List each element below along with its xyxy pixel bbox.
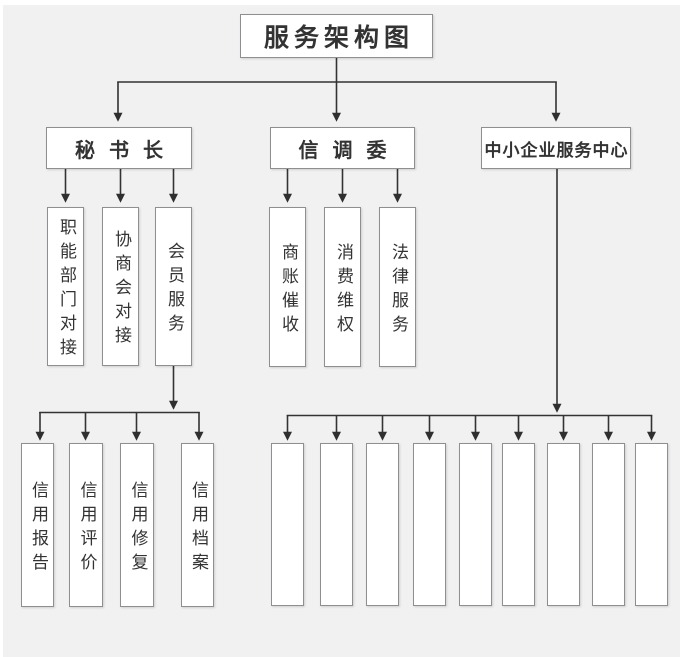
node-root-title: 服务架构图 [240, 14, 433, 58]
node-sme-empty-slot-1 [271, 443, 304, 606]
node-secretary-general: 秘书长 [46, 127, 192, 169]
node-sme-service-center: 中小企业服务中心 [481, 127, 631, 169]
node-functional-dept-liaison: 职能部门对接 [47, 207, 84, 366]
node-label: 信调委 [298, 137, 401, 162]
node-label: 秘书长 [75, 137, 177, 162]
node-label: 法律服务 [388, 242, 408, 339]
node-consumer-rights: 消费维权 [324, 207, 361, 367]
node-credit-mediation-committee: 信调委 [270, 127, 415, 169]
node-credit-archive: 信用档案 [181, 443, 214, 607]
node-label: 协商会对接 [111, 230, 131, 350]
node-sme-empty-slot-9 [635, 443, 668, 606]
node-label: 服务架构图 [263, 23, 414, 52]
node-label: 信用报告 [28, 480, 48, 577]
node-label: 信用档案 [188, 480, 208, 577]
node-label: 职能部门对接 [56, 218, 76, 362]
node-debt-collection: 商账催收 [269, 207, 306, 367]
node-sme-empty-slot-6 [502, 443, 535, 606]
node-credit-evaluation: 信用评价 [69, 443, 103, 607]
node-label: 商账催收 [278, 242, 298, 339]
node-credit-repair: 信用修复 [120, 443, 154, 607]
node-sme-empty-slot-8 [592, 443, 625, 606]
node-label: 信用评价 [76, 480, 97, 577]
node-sme-empty-slot-5 [459, 443, 492, 606]
node-label: 消费维权 [333, 242, 353, 339]
node-member-service: 会员服务 [155, 207, 192, 366]
node-label: 会员服务 [164, 242, 184, 338]
node-sme-empty-slot-3 [366, 443, 399, 606]
node-chamber-liaison: 协商会对接 [102, 207, 139, 366]
node-label: 中小企业服务中心 [484, 140, 629, 161]
node-label: 信用修复 [127, 480, 148, 577]
node-legal-service: 法律服务 [379, 207, 416, 367]
node-sme-empty-slot-7 [547, 443, 580, 606]
node-credit-report: 信用报告 [21, 443, 54, 607]
node-sme-empty-slot-2 [320, 443, 353, 606]
node-sme-empty-slot-4 [413, 443, 446, 606]
